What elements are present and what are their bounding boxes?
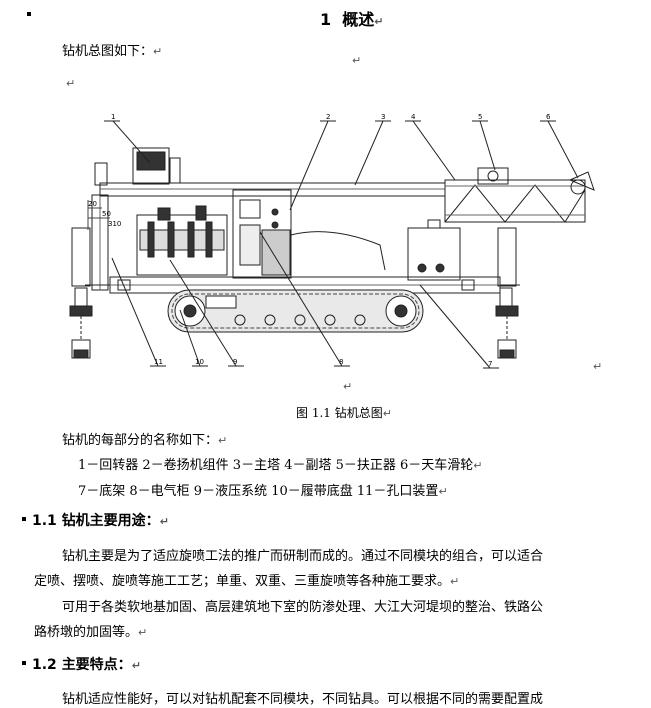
drill-rig-diagram: 1 2 3 4 5 6 7 8 9 10 11 20 50 310 ↵ ↵ [69, 113, 602, 393]
heading-bullet [27, 12, 31, 16]
section-1-1-heading: 1.1 钻机主要用途：↵ [32, 513, 169, 529]
paragraph-mark: ↵ [593, 360, 602, 373]
callout-7: 7 [488, 360, 492, 368]
heading-1-title: 概述 [342, 10, 375, 29]
callout-10: 10 [195, 358, 204, 366]
section-1-1-paragraph-2-line-2: 路桥墩的加固等。↵ [34, 625, 148, 640]
callout-8: 8 [339, 358, 343, 366]
parts-intro: 钻机的每部分的名称如下：↵ [62, 433, 228, 448]
callout-1: 1 [111, 113, 115, 121]
callout-5: 5 [478, 113, 482, 121]
section-1-1-paragraph-1-line-2: 定喷、摆喷、旋喷等施工工艺；单重、双重、三重旋喷等各种施工要求。↵ [34, 574, 460, 589]
heading-bullet [22, 661, 26, 665]
heading-bullet [22, 517, 26, 521]
paragraph-mark: ↵ [343, 380, 352, 393]
callout-9: 9 [233, 358, 237, 366]
paragraph-mark: ↵ [66, 77, 76, 90]
callout-2: 2 [326, 113, 330, 121]
paragraph-mark: ↵ [352, 54, 362, 67]
figure-caption: 图 1.1 钻机总图↵ [296, 406, 392, 420]
dimension-label: 50 [102, 210, 111, 218]
callout-11: 11 [154, 358, 163, 366]
section-1-1-paragraph-1-line-1: 钻机主要是为了适应旋喷工法的推广而研制而成的。通过不同模块的组合，可以适合 [62, 549, 544, 564]
dimension-label: 310 [108, 220, 121, 228]
heading-1-number: 1 [320, 10, 332, 29]
section-1-2-heading: 1.2 主要特点：↵ [32, 657, 141, 673]
parts-line-2: 7－底架 8－电气柜 9－液压系统 10－履带底盘 11－孔口装置↵ [78, 484, 448, 499]
intro-text: 钻机总图如下：↵ [62, 44, 163, 59]
callout-4: 4 [411, 113, 416, 121]
callout-3: 3 [381, 113, 385, 121]
callout-6: 6 [546, 113, 551, 121]
section-1-2-paragraph-1-line-1: 钻机适应性能好，可以对钻机配套不同模块，不同钻具。可以根据不同的需要配置成 [62, 692, 544, 707]
dimension-label: 20 [88, 200, 97, 208]
section-1-1-paragraph-2-line-1: 可用于各类软地基加固、高层建筑地下室的防渗处理、大江大河堤坝的整治、铁路公 [62, 600, 544, 615]
heading-1: 1 概述↵ [320, 10, 384, 29]
parts-line-1: 1－回转器 2－卷扬机组件 3－主塔 4－副塔 5－扶正器 6－天车滑轮↵ [78, 458, 483, 473]
